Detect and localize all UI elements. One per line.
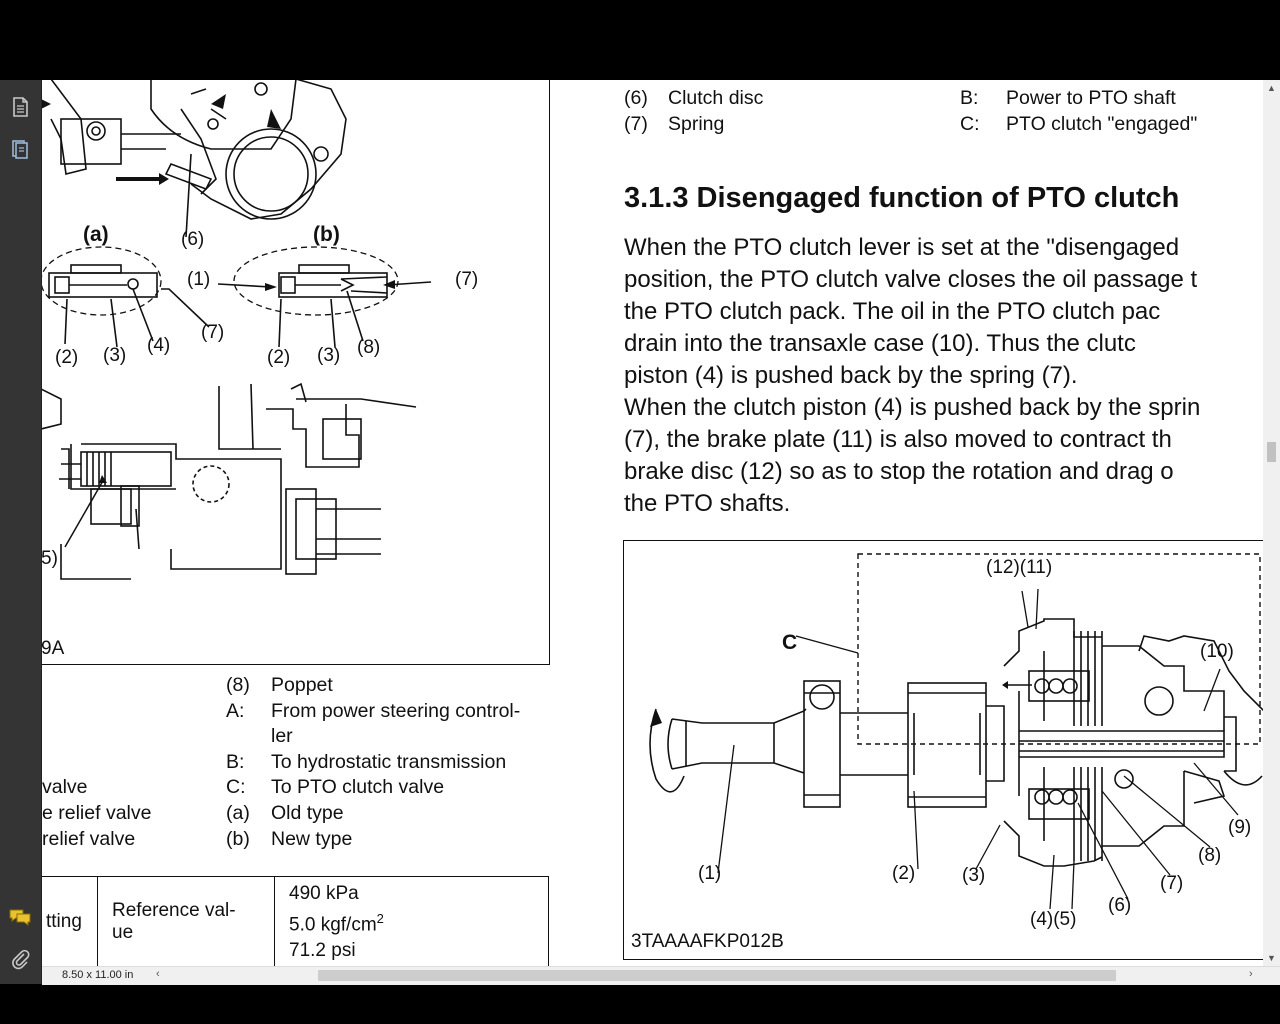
vertical-scroll-thumb[interactable] bbox=[1267, 442, 1276, 462]
scroll-left-icon[interactable]: ‹ bbox=[156, 968, 160, 980]
callout-5-cut: 5) bbox=[42, 548, 58, 569]
figure-code-right: 3TAAAAFKP012B bbox=[631, 931, 784, 952]
legend-key-C-right: C: bbox=[960, 113, 980, 135]
pto-clutch-drawing bbox=[649, 553, 1263, 910]
legend-text-poppet: Poppet bbox=[271, 674, 333, 696]
callout-7: (7) bbox=[1160, 873, 1184, 894]
paragraph-2: When the clutch piston (4) is pushed bac… bbox=[624, 392, 1263, 520]
callout-9: (9) bbox=[1228, 817, 1252, 838]
legend-cut-line-3: relief valve bbox=[42, 828, 136, 850]
callout-b7: (7) bbox=[455, 269, 479, 290]
pto-clutch-figure-frame: (12)(11) C (10) (9) (8) (7) (6) (4)(5) (… bbox=[623, 540, 1263, 960]
callout-a4: (4) bbox=[147, 335, 171, 356]
legend-key-6: (6) bbox=[624, 87, 648, 109]
spec-value-cell: 490 kPa 5.0 kgf/cm2 71.2 psi bbox=[274, 876, 549, 966]
callout-6: (6) bbox=[181, 229, 205, 250]
callout-2: (2) bbox=[892, 863, 916, 884]
label-old-type-a: (a) bbox=[83, 223, 109, 246]
attachments-icon[interactable] bbox=[7, 946, 33, 972]
comments-icon[interactable] bbox=[7, 904, 33, 930]
paragraph-2-line-4: the PTO shafts. bbox=[624, 490, 791, 517]
legend-key-B-right: B: bbox=[960, 87, 979, 109]
callout-4-5: (4)(5) bbox=[1030, 909, 1077, 930]
legend-key-b: (b) bbox=[226, 828, 250, 850]
paragraph-1-line-1: When the PTO clutch lever is set at the … bbox=[624, 234, 1180, 261]
legend-key-C: C: bbox=[226, 776, 246, 798]
paragraph-2-line-3: brake disc (12) so as to stop the rotati… bbox=[624, 458, 1174, 485]
callout-12-11: (12)(11) bbox=[986, 557, 1053, 578]
scroll-right-icon[interactable]: › bbox=[1249, 968, 1253, 980]
bottom-black-bar bbox=[0, 985, 1280, 1024]
bookmarks-icon[interactable] bbox=[7, 136, 33, 162]
callout-8: (8) bbox=[1198, 845, 1222, 866]
hydraulic-valve-drawing bbox=[42, 80, 432, 580]
scroll-down-icon[interactable]: ▼ bbox=[1267, 953, 1276, 963]
legend-text-new-type: New type bbox=[271, 828, 353, 850]
callout-b1: (1) bbox=[187, 269, 211, 290]
legend-key-7: (7) bbox=[624, 113, 648, 135]
legend-key-8: (8) bbox=[226, 674, 250, 696]
horizontal-scroll-thumb[interactable] bbox=[318, 970, 1116, 981]
callout-3: (3) bbox=[962, 865, 986, 886]
section-heading: 3.1.3 Disengaged function of PTO clutch bbox=[624, 182, 1180, 214]
paragraph-1: When the PTO clutch lever is set at the … bbox=[624, 232, 1263, 392]
legend-key-a: (a) bbox=[226, 802, 250, 824]
window-title-bar bbox=[0, 0, 1280, 80]
figure-code-left: 9A bbox=[42, 638, 65, 659]
callout-1: (1) bbox=[698, 863, 722, 884]
navigation-side-panel bbox=[0, 80, 42, 984]
legend-text-pto-engaged: PTO clutch "engaged" bbox=[1006, 113, 1198, 135]
document-page-view[interactable]: (6) (a) (b) (2) (3) (4) (7) (1) (7) (2) … bbox=[42, 80, 1263, 966]
scroll-up-icon[interactable]: ▲ bbox=[1267, 83, 1276, 93]
spec-setting-cell: tting bbox=[42, 876, 98, 966]
callout-a7: (7) bbox=[201, 322, 225, 343]
paragraph-1-line-3: the PTO clutch pack. The oil in the PTO … bbox=[624, 298, 1161, 325]
pages-icon[interactable] bbox=[7, 94, 33, 120]
legend-text-A: From power steering control- bbox=[271, 700, 521, 722]
callout-b3: (3) bbox=[317, 345, 341, 366]
paragraph-1-line-5: piston (4) is pushed back by the spring … bbox=[624, 362, 1078, 389]
legend-cut-line-2: e relief valve bbox=[42, 802, 152, 824]
callout-10: (10) bbox=[1200, 641, 1234, 662]
paragraph-1-line-4: drain into the transaxle case (10). Thus… bbox=[624, 330, 1136, 357]
callout-a2: (2) bbox=[55, 347, 79, 368]
status-bar: 8.50 x 11.00 in ‹ › bbox=[42, 966, 1280, 985]
legend-text-A-cont: ler bbox=[271, 725, 293, 747]
paragraph-2-line-1: When the clutch piston (4) is pushed bac… bbox=[624, 394, 1201, 421]
spec-table: tting Reference val-ue 490 kPa 5.0 kgf/c… bbox=[42, 876, 549, 966]
callout-C: C bbox=[782, 631, 798, 654]
paragraph-1-line-2: position, the PTO clutch valve closes th… bbox=[624, 266, 1198, 293]
vertical-scrollbar[interactable]: ▲ ▼ bbox=[1263, 80, 1280, 966]
legend-text-C: To PTO clutch valve bbox=[271, 776, 445, 798]
legend-key-B: B: bbox=[226, 751, 245, 773]
legend-text-old-type: Old type bbox=[271, 802, 344, 824]
legend-text-power-to-pto: Power to PTO shaft bbox=[1006, 87, 1176, 109]
legend-cut-line-1: valve bbox=[42, 776, 88, 798]
legend-text-clutch-disc: Clutch disc bbox=[668, 87, 764, 109]
spec-reference-cell: Reference val-ue bbox=[97, 876, 275, 966]
label-new-type-b: (b) bbox=[313, 223, 340, 246]
legend-key-A: A: bbox=[226, 700, 245, 722]
callout-a3: (3) bbox=[103, 345, 127, 366]
legend-text-B: To hydrostatic transmission bbox=[271, 751, 507, 773]
paragraph-2-line-2: (7), the brake plate (11) is also moved … bbox=[624, 426, 1172, 453]
page-size-indicator: 8.50 x 11.00 in bbox=[62, 969, 134, 981]
hydraulic-figure-frame: (6) (a) (b) (2) (3) (4) (7) (1) (7) (2) … bbox=[42, 80, 550, 665]
callout-6: (6) bbox=[1108, 895, 1132, 916]
legend-text-spring: Spring bbox=[668, 113, 725, 135]
callout-b2: (2) bbox=[267, 347, 291, 368]
callout-b8: (8) bbox=[357, 337, 381, 358]
